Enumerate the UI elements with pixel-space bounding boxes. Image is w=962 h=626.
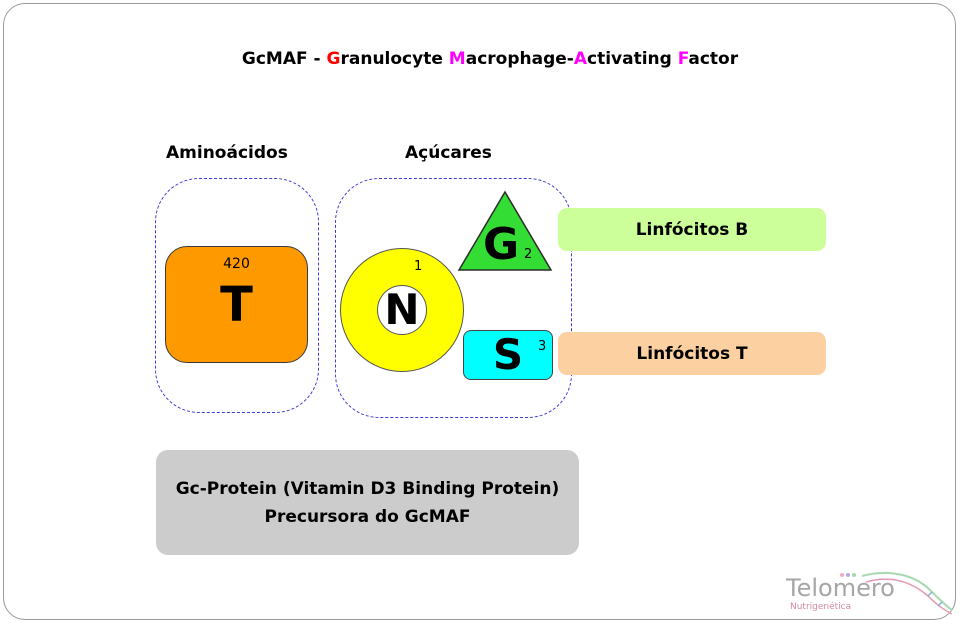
amino-acids-group <box>155 178 319 413</box>
title-initial-g: G <box>326 49 341 69</box>
title-word-activating: ctivating <box>587 49 678 69</box>
precursor-line-2: Precursora do GcMAF <box>264 506 471 527</box>
title-word-macrophage: acrophage- <box>465 49 574 69</box>
threonine-position: 420 <box>223 256 250 272</box>
amino-acids-label: Aminoácidos <box>166 143 288 163</box>
title-initial-f: F <box>677 49 689 69</box>
s-sugar-letter: S <box>492 330 524 379</box>
logo-tagline: Nutrigenética <box>790 602 852 612</box>
linfocitos-t-label: Linfócitos T <box>636 343 748 364</box>
dna-helix-icon <box>840 571 953 615</box>
precursor-box: Gc-Protein (Vitamin D3 Binding Protein) … <box>156 450 579 555</box>
title-word-granulocyte: ranulocyte <box>340 49 449 69</box>
linfocitos-b-label: Linfócitos B <box>635 219 749 240</box>
threonine-node: 420 T <box>165 246 308 363</box>
s-sugar-node: S 3 <box>463 330 553 380</box>
n-sugar-node: 1 N <box>340 248 464 372</box>
title-prefix: GcMAF - <box>241 49 327 69</box>
g-sugar-triangle <box>457 190 553 271</box>
precursor-line-1: Gc-Protein (Vitamin D3 Binding Protein) <box>175 478 560 499</box>
n-sugar-letter: N <box>384 285 420 334</box>
g-sugar-position: 2 <box>524 247 533 262</box>
s-sugar-position: 3 <box>538 339 547 354</box>
slide-title: GcMAF - Granulocyte Macrophage-Activatin… <box>0 49 962 69</box>
n-sugar-core: N <box>377 285 427 335</box>
sugars-label: Açúcares <box>405 143 492 163</box>
title-initial-m: M <box>448 49 466 69</box>
linfocitos-b-box: Linfócitos B <box>558 208 826 251</box>
sugars-group <box>335 178 572 418</box>
threonine-letter: T <box>220 277 253 333</box>
title-initial-a: A <box>573 49 587 69</box>
n-sugar-position: 1 <box>414 259 423 274</box>
logo-name: Telomero <box>786 574 895 602</box>
telomero-logo: Telomero Nutrigenética <box>782 566 954 618</box>
linfocitos-t-box: Linfócitos T <box>558 332 826 375</box>
title-word-factor: actor <box>688 49 739 69</box>
g-sugar-letter: G <box>483 219 520 270</box>
